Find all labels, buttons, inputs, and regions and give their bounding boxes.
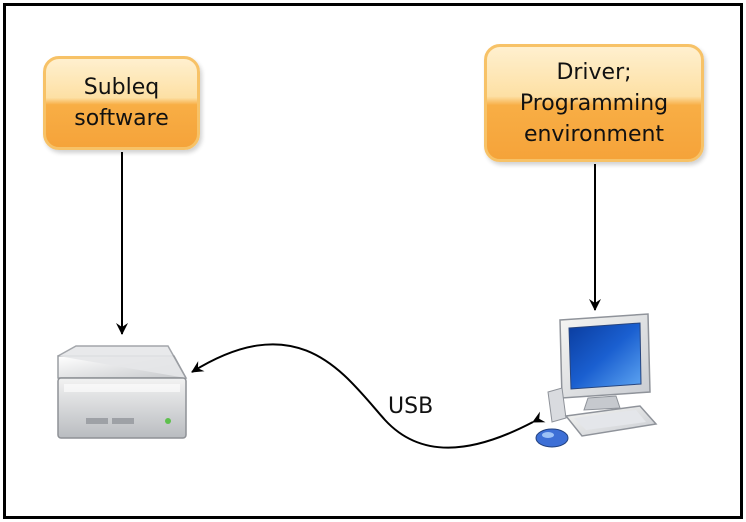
node-subleq-line-2: software [74, 106, 169, 131]
node-driver-line-2: Programming [519, 90, 669, 116]
usb-connection-curve [191, 343, 546, 449]
external-drive-icon [57, 345, 188, 439]
node-driver-programming-environment: Driver; Programming environment [484, 44, 704, 162]
node-subleq-software: Subleq software [43, 56, 200, 150]
node-subleq-line-1: Subleq [83, 75, 160, 100]
desktop-computer-icon [535, 313, 658, 448]
usb-label: USB [388, 394, 434, 419]
node-driver-line-3: environment [523, 121, 665, 147]
node-driver-line-1: Driver; [556, 59, 632, 85]
